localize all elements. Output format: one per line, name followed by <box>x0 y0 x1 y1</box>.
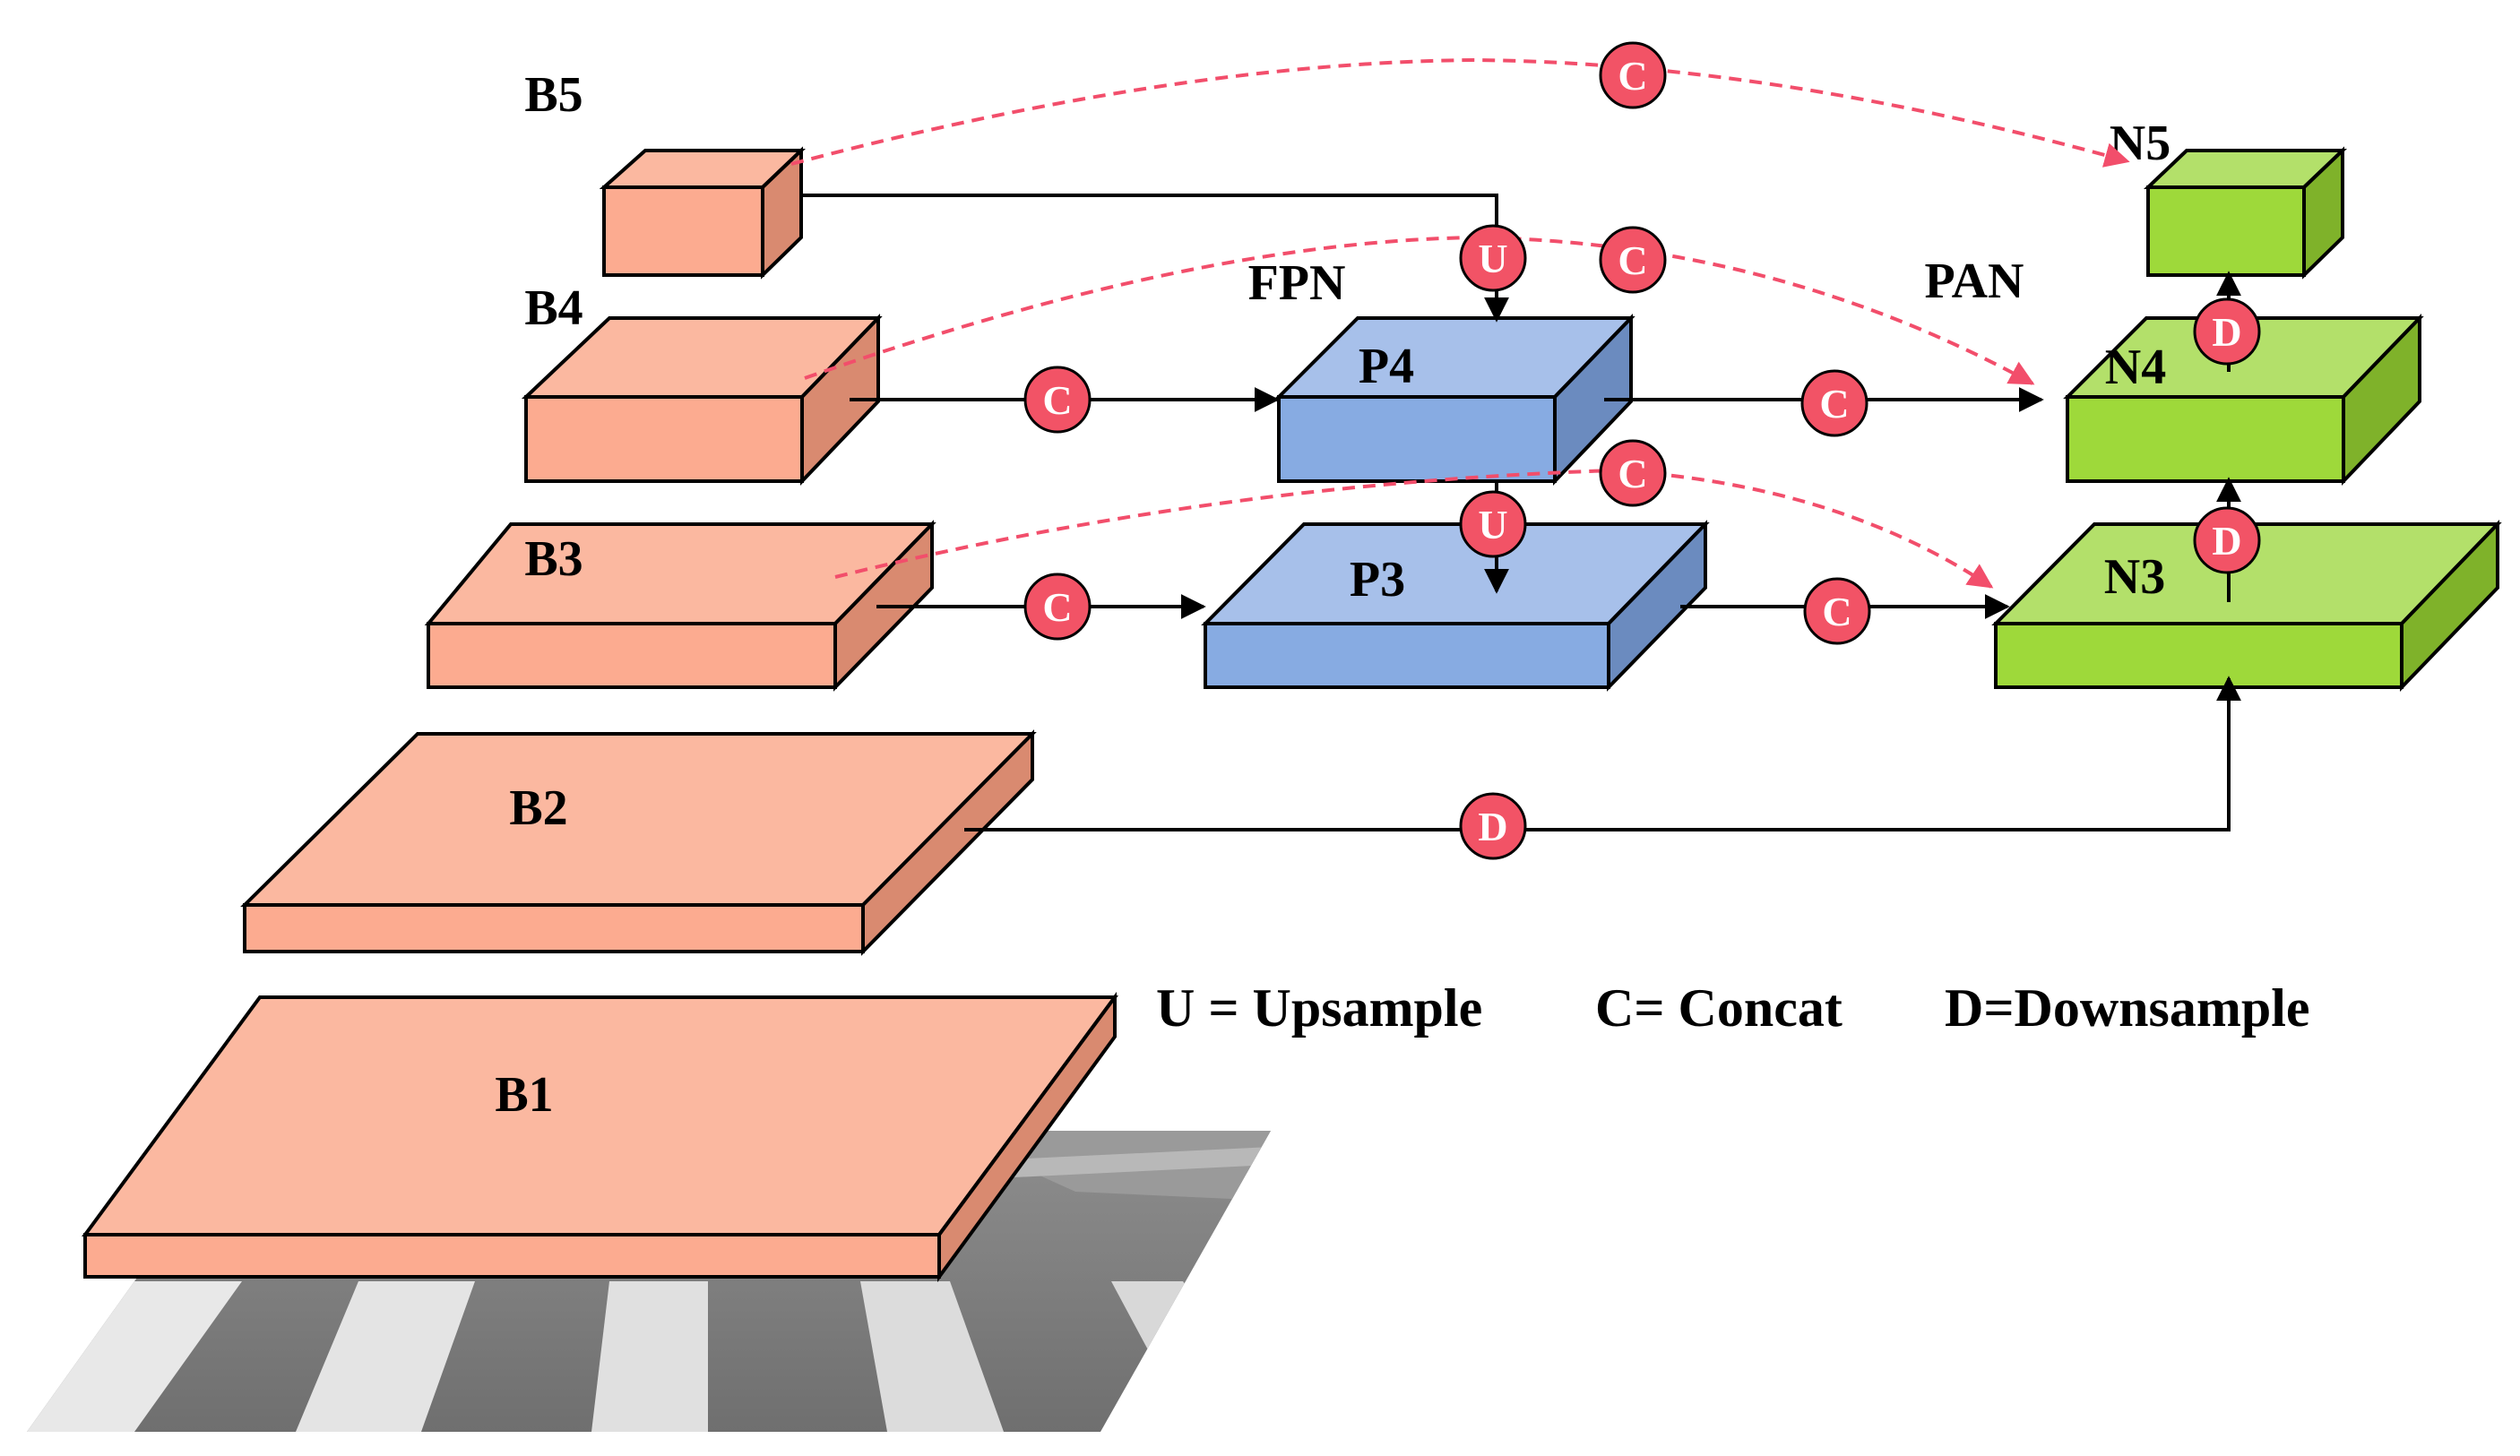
label-b4: B4 <box>524 280 583 336</box>
label-n3: N3 <box>2104 549 2165 605</box>
fpn-block-p4: P4 <box>1274 314 1635 486</box>
backbone-block-b4: B4 <box>521 280 883 486</box>
svg-text:U: U <box>1478 502 1507 547</box>
legend-downsample: D=Downsample <box>1945 978 2310 1038</box>
op-nodes: C U C C C C U C <box>1023 41 2261 860</box>
pan-block-n3: N3 <box>1991 520 2502 692</box>
pan-block-n5: N5 <box>2110 116 2347 280</box>
label-p3: P3 <box>1350 552 1405 607</box>
concat-node-b4-p4: C <box>1023 366 1092 434</box>
svg-text:D: D <box>1478 804 1507 849</box>
svg-text:C: C <box>1042 584 1072 630</box>
label-b2: B2 <box>509 780 567 836</box>
fpn-title: FPN <box>1248 255 1346 311</box>
pan-block-n4: N4 <box>2063 314 2424 486</box>
concat-node-b3-n3: C <box>1599 439 1667 507</box>
svg-text:C: C <box>1822 589 1851 634</box>
label-b3: B3 <box>524 531 583 587</box>
concat-node-p3-n3: C <box>1803 577 1871 645</box>
label-b1: B1 <box>495 1067 553 1123</box>
legend: U = Upsample C= Concat D=Downsample <box>1156 978 2310 1038</box>
edge-b5-to-p4 <box>800 194 1509 323</box>
concat-node-b4-n4: C <box>1599 226 1667 294</box>
upsample-node-b5-p4: U <box>1459 224 1527 292</box>
svg-text:D: D <box>2212 518 2241 564</box>
svg-text:C: C <box>1618 451 1647 496</box>
dashed-b5-to-n5 <box>790 57 2130 168</box>
fpn-block-p3: P3 <box>1201 520 1710 692</box>
downsample-node-n3-n4: D <box>2193 506 2261 574</box>
downsample-node-b2-n3: D <box>1459 792 1527 860</box>
dashed-b3-to-n3 <box>834 468 1994 589</box>
pan-title: PAN <box>1925 254 2024 309</box>
backbone-block-b1: B1 <box>82 991 1118 1283</box>
concat-node-p4-n4: C <box>1800 369 1868 437</box>
legend-upsample: U = Upsample <box>1156 978 1482 1038</box>
legend-concat: C= Concat <box>1595 978 1843 1038</box>
svg-text:C: C <box>1618 53 1647 99</box>
svg-text:U: U <box>1478 236 1507 281</box>
label-n4: N4 <box>2105 340 2166 395</box>
concat-node-b3-p3: C <box>1023 573 1092 641</box>
label-b5: B5 <box>524 67 583 123</box>
label-n5: N5 <box>2110 116 2170 171</box>
concat-node-top: C <box>1599 41 1667 109</box>
downsample-node-n4-n5: D <box>2193 297 2261 366</box>
upsample-node-p4-p3: U <box>1459 490 1527 558</box>
label-p4: P4 <box>1359 339 1414 394</box>
svg-text:C: C <box>1618 237 1647 283</box>
svg-text:D: D <box>2212 309 2241 355</box>
edge-b2-to-n3 <box>964 676 2241 831</box>
backbone-block-b2: B2 <box>240 729 1037 956</box>
backbone-block-b3: B3 <box>424 520 936 692</box>
svg-text:C: C <box>1819 381 1849 426</box>
backbone-block-b5: B5 <box>524 67 806 280</box>
svg-text:C: C <box>1042 377 1072 423</box>
